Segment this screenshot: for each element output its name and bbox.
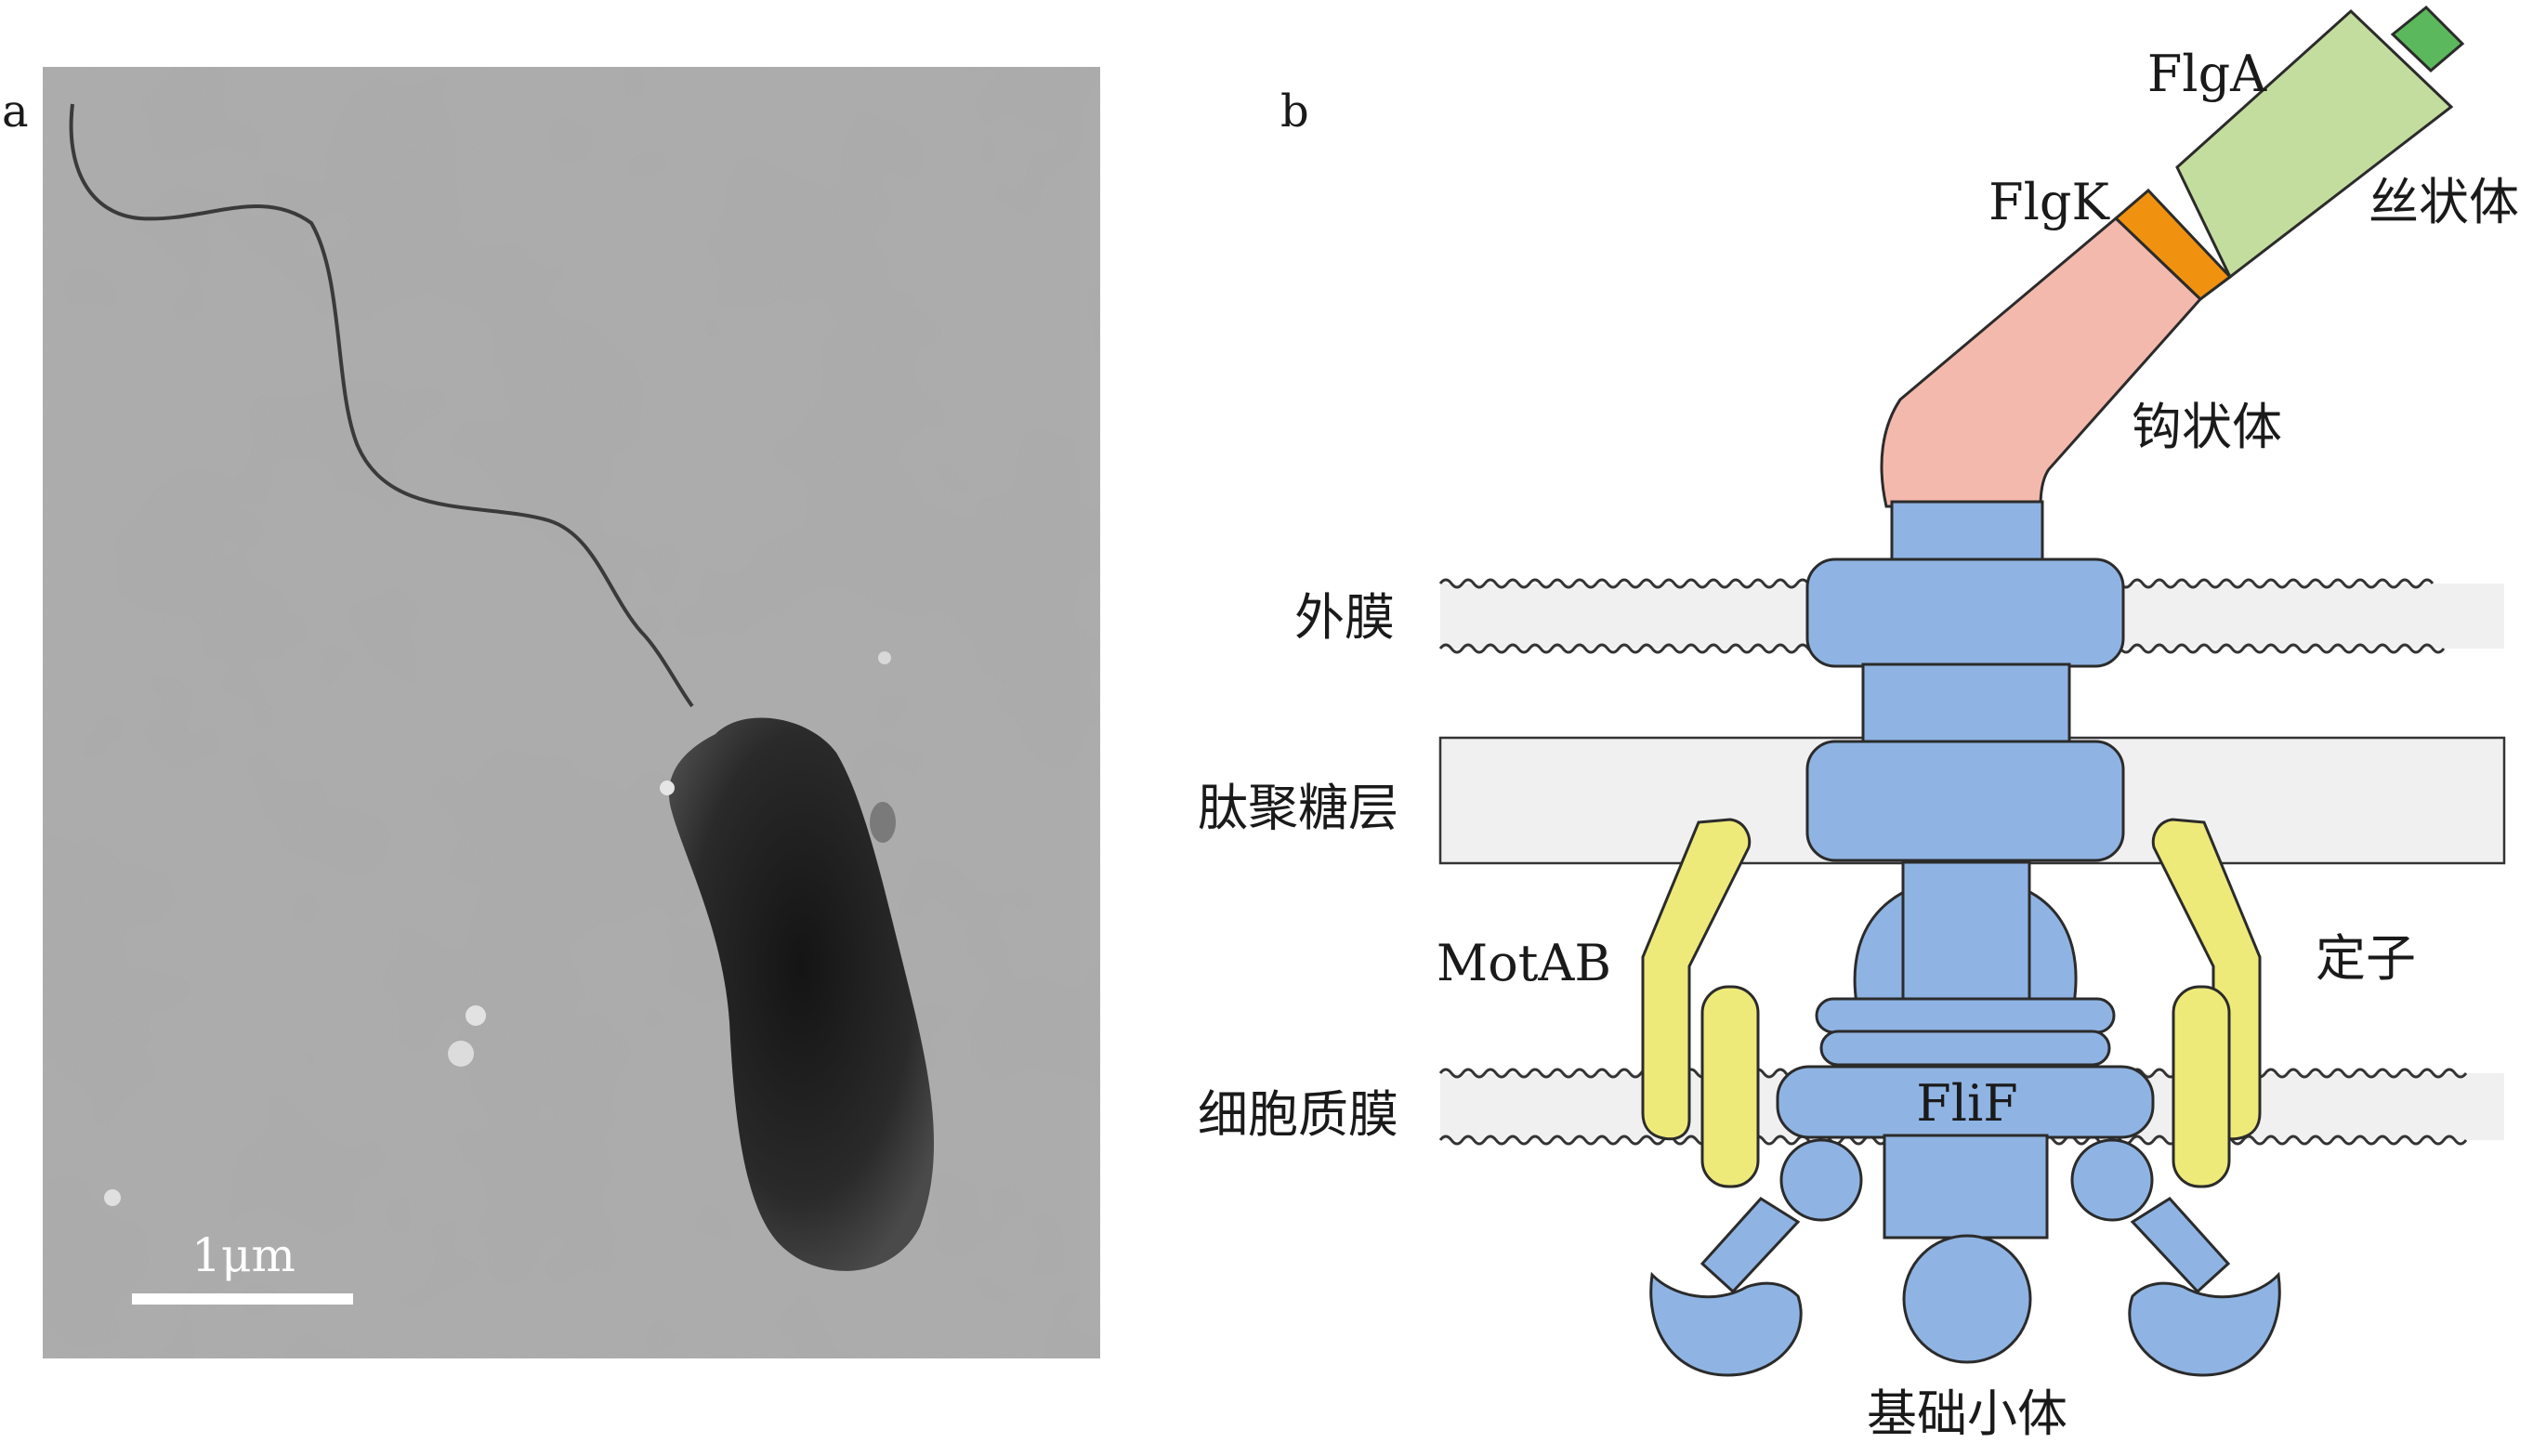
cytoplasmic-membrane-label: 细胞质膜	[1198, 1085, 1398, 1144]
ms-ring-disc	[1815, 997, 2116, 1034]
vesicle	[878, 651, 891, 664]
flagellar-motor-diagram: FliF FlgA FlgK 丝状体 钩状体 外膜 肽聚糖层	[1198, 5, 2519, 1443]
flif-label: FliF	[1916, 1074, 2017, 1133]
stator-right-inner	[2172, 985, 2231, 1188]
c-ring-strut-left	[1700, 1197, 1801, 1294]
c-ring-strut-right	[2130, 1197, 2231, 1294]
c-ring-right-arm	[2070, 1138, 2281, 1377]
flagellum	[69, 103, 694, 708]
panel-a-label: a	[2, 85, 29, 138]
basal-body-label: 基础小体	[1867, 1384, 2067, 1443]
filament-label: 丝状体	[2369, 173, 2519, 231]
rod-lower	[1901, 860, 2031, 1003]
vesicle	[660, 780, 675, 795]
flga-label: FlgA	[2147, 45, 2267, 103]
vesicle	[104, 1189, 121, 1206]
export-apparatus	[1883, 1134, 2049, 1240]
bacterium-cell	[668, 717, 935, 1271]
c-ring-left-arm	[1649, 1138, 1863, 1377]
micrograph: 1μm	[43, 67, 1100, 1358]
hook-label: 钩状体	[2132, 398, 2282, 456]
c-ring-knob-left	[1779, 1138, 1863, 1222]
rod-upper	[1890, 500, 2044, 561]
panel-b-label: b	[1280, 85, 1309, 138]
basal-body-center	[1902, 1234, 2032, 1364]
flgk-label: FlgK	[1988, 173, 2110, 231]
rod-middle	[1861, 662, 2071, 745]
c-ring-cup-left	[1649, 1271, 1803, 1377]
stator-left	[1641, 818, 1760, 1188]
c-ring-knob-right	[2070, 1138, 2154, 1222]
flga-cap	[2390, 5, 2465, 73]
hook	[1880, 216, 2203, 508]
stator-left-inner	[1700, 985, 1760, 1188]
motab-label: MotAB	[1437, 934, 1611, 992]
vesicle	[466, 1005, 486, 1026]
scale-bar-label: 1μm	[191, 1228, 295, 1282]
peptidoglycan-label: 肽聚糖层	[1198, 779, 1398, 837]
scale-bar	[132, 1293, 353, 1305]
p-ring	[1805, 740, 2125, 862]
stator-left-outer	[1641, 818, 1752, 1141]
micrograph-grain	[43, 67, 1100, 1358]
outer-membrane-label: 外膜	[1294, 588, 1395, 647]
l-ring	[1805, 557, 2125, 668]
stator-label: 定子	[2316, 929, 2416, 988]
cell-appendage	[870, 802, 896, 843]
vesicle	[448, 1041, 474, 1067]
c-ring-cup-right	[2128, 1271, 2281, 1377]
ms-ring-disc	[1819, 1030, 2111, 1067]
filament	[2175, 8, 2454, 280]
stator-right	[2151, 818, 2262, 1188]
